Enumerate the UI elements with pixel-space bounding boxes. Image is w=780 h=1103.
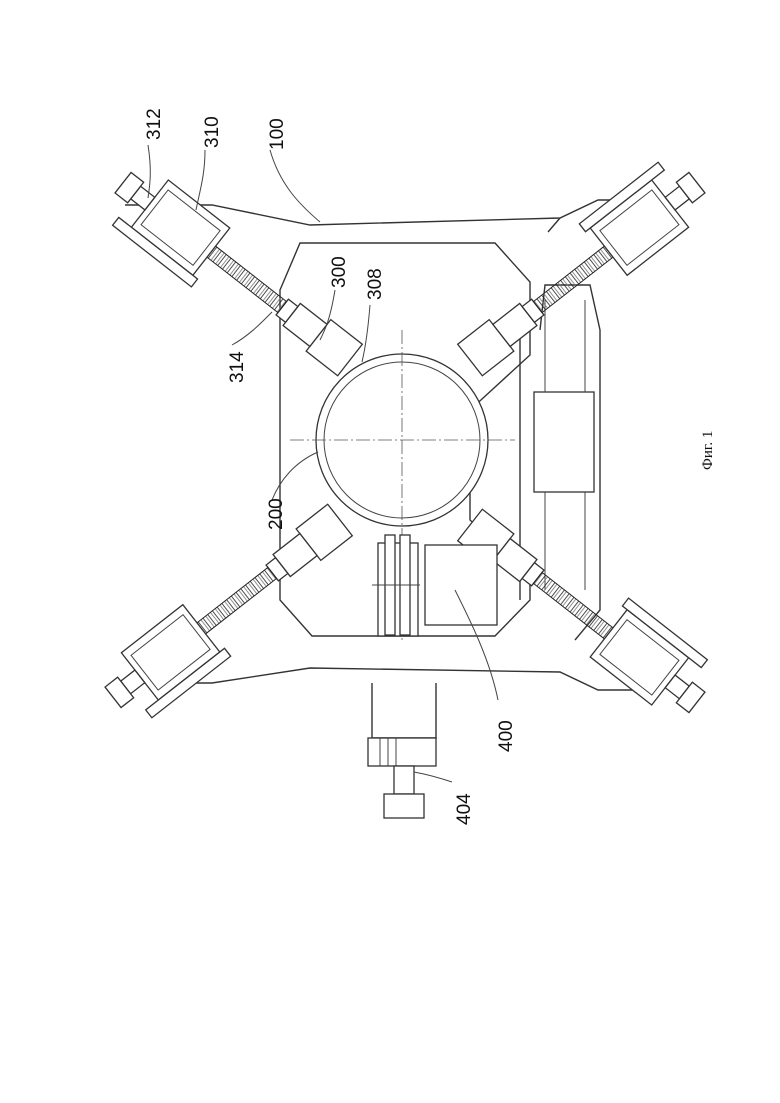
label-400: 400 [496,720,517,752]
label-404: 404 [454,793,475,825]
clamp-arm-top-right [445,151,715,383]
label-312: 312 [144,108,165,140]
label-308: 308 [365,268,386,300]
figure-caption: Фиг. 1 [700,431,716,470]
label-314: 314 [227,351,248,383]
clamp-arm-bottom-left [95,496,365,728]
label-310: 310 [202,116,223,148]
label-300: 300 [329,256,350,288]
drive-unit-400 [372,535,497,636]
bottom-extension [368,683,436,818]
label-100: 100 [267,118,288,150]
label-200: 200 [266,498,287,530]
